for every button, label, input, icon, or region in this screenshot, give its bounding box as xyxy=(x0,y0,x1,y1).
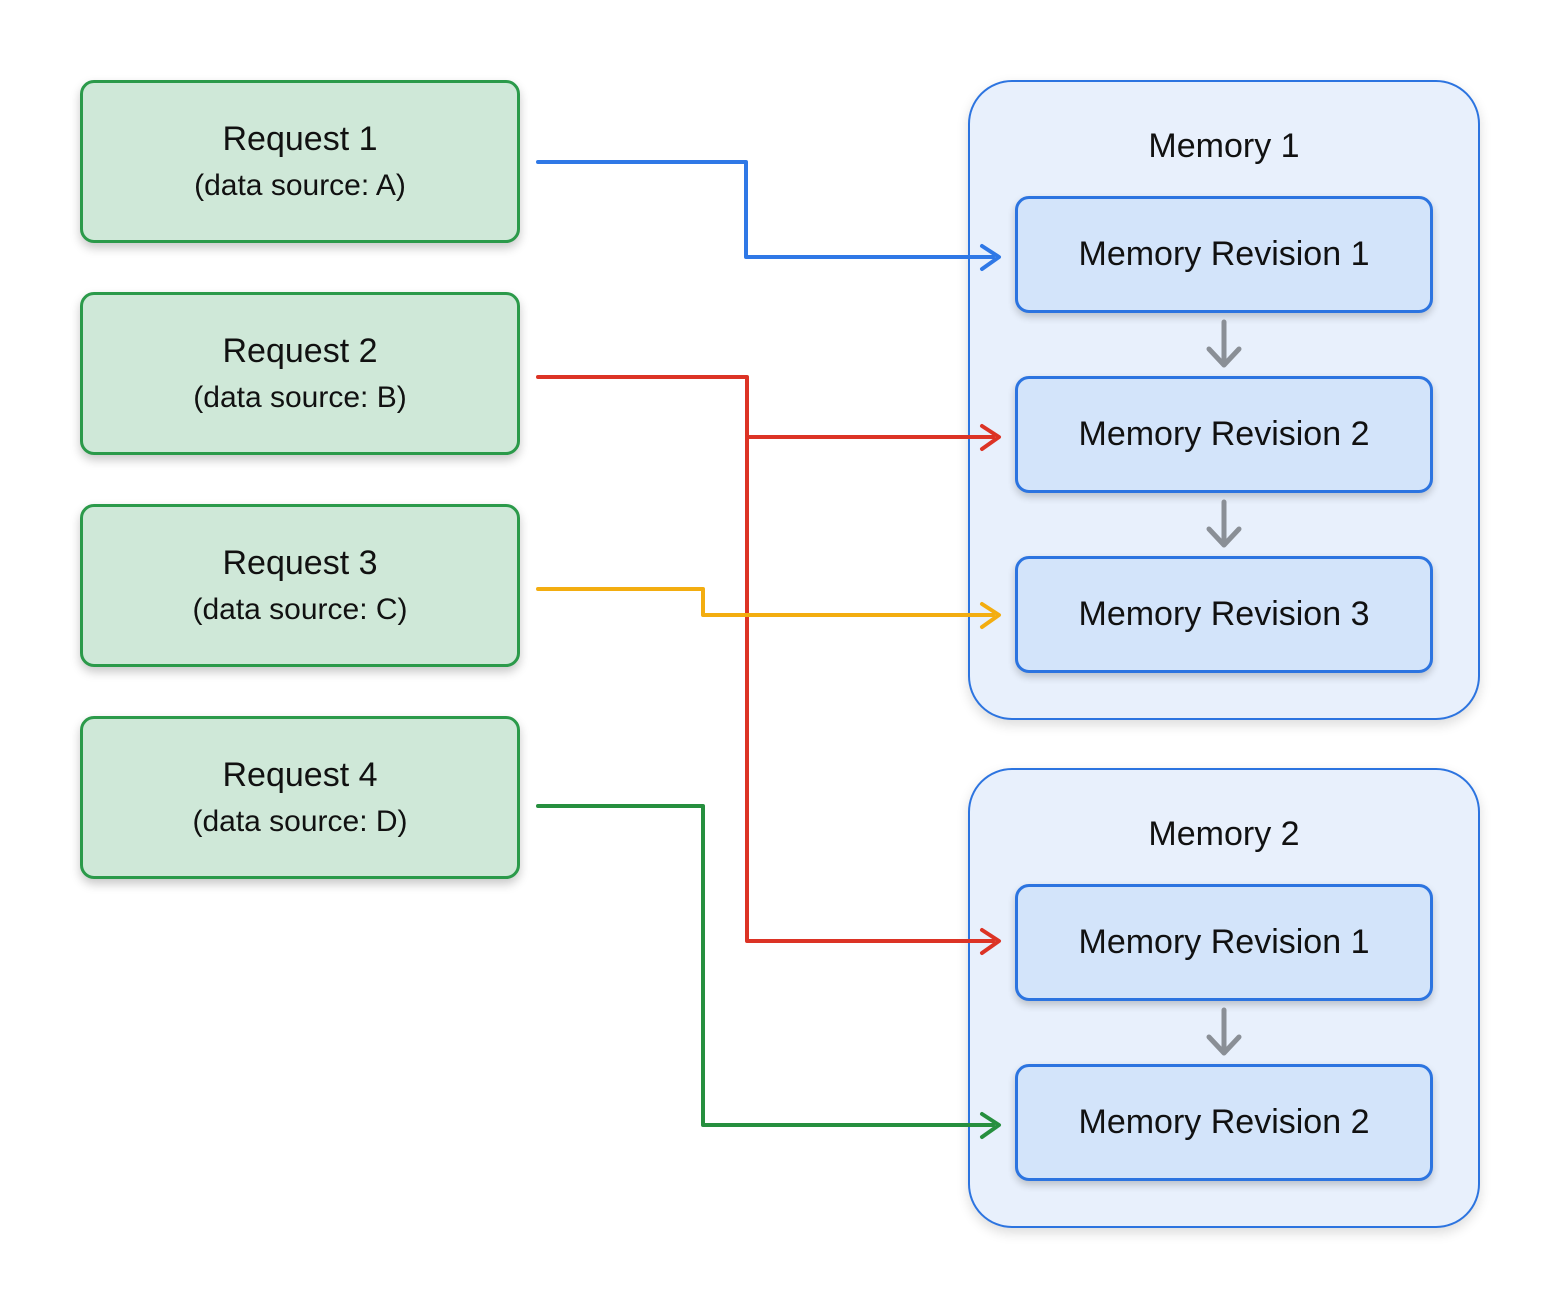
connector-request-3-to-memory-1-revision-3 xyxy=(536,587,1001,629)
down-arrow-icon xyxy=(1206,1007,1242,1056)
request-2-title: Request 2 xyxy=(222,331,378,370)
request-3-title: Request 3 xyxy=(222,543,378,582)
connector-request-2-to-memory-revisions xyxy=(536,375,1001,955)
memory-2-revision-2-box: Memory Revision 2 xyxy=(1015,1064,1433,1181)
request-1-title: Request 1 xyxy=(222,119,378,158)
connector-request-1-to-memory-1-revision-1 xyxy=(536,160,1001,271)
connector-line-yellow xyxy=(536,587,995,617)
request-1-data-source: (data source: A) xyxy=(194,168,406,202)
request-4-title: Request 4 xyxy=(222,755,378,794)
arrowhead-red-icon xyxy=(980,424,1001,451)
memory-1-revision-1-box: Memory Revision 1 xyxy=(1015,196,1433,313)
arrowhead-green-icon xyxy=(980,1112,1001,1139)
connector-request-4-to-memory-2-revision-2 xyxy=(536,804,1001,1139)
arrowhead-red-icon xyxy=(980,928,1001,955)
revision-sequence-arrows xyxy=(1206,319,1242,1056)
connector-line-blue xyxy=(536,160,995,259)
request-2-box: Request 2 (data source: B) xyxy=(80,292,520,455)
request-4-data-source: (data source: D) xyxy=(192,804,408,838)
request-4-box: Request 4 (data source: D) xyxy=(80,716,520,879)
memory-2-title: Memory 2 xyxy=(1148,815,1300,853)
arrowhead-blue-icon xyxy=(980,244,1001,271)
arrowhead-yellow-icon xyxy=(980,602,1001,629)
down-arrow-icon xyxy=(1206,319,1242,368)
memory-1-title: Memory 1 xyxy=(1148,127,1300,165)
request-2-data-source: (data source: B) xyxy=(193,380,407,414)
memory-1-revision-2-box: Memory Revision 2 xyxy=(1015,376,1433,493)
request-3-box: Request 3 (data source: C) xyxy=(80,504,520,667)
connector-line-red xyxy=(536,375,995,943)
connector-line-green xyxy=(536,804,995,1127)
down-arrow-icon xyxy=(1206,499,1242,548)
memory-1-revision-3-box: Memory Revision 3 xyxy=(1015,556,1433,673)
request-1-box: Request 1 (data source: A) xyxy=(80,80,520,243)
memory-2-revision-1-box: Memory Revision 1 xyxy=(1015,884,1433,1001)
request-3-data-source: (data source: C) xyxy=(192,592,408,626)
